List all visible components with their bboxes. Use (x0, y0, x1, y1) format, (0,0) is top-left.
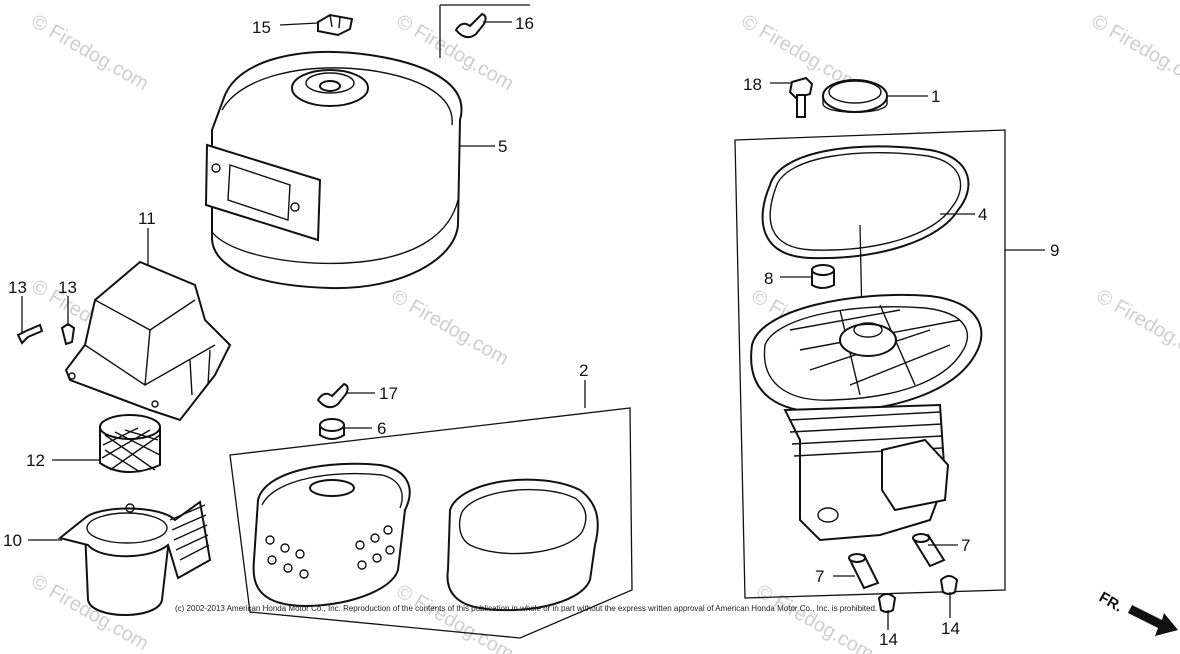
callout-13: 13 (8, 278, 27, 297)
copyright-notice: (c) 2002-2013 American Honda Motor Co., … (175, 604, 878, 613)
part-7-tubes (848, 533, 946, 590)
watermark: © Firedog.com (28, 10, 153, 95)
callout-13: 13 (58, 278, 77, 297)
watermark: © Firedog.com (388, 285, 513, 370)
callout-9: 9 (1050, 241, 1059, 260)
part-2-foam-element (446, 478, 599, 612)
part-4-gasket (761, 145, 970, 260)
part-6-grommet (319, 418, 345, 440)
callout-7: 7 (961, 536, 970, 555)
part-14-caps (877, 575, 959, 613)
callout-2: 2 (579, 361, 588, 380)
callout-18: 18 (743, 75, 762, 94)
part-15-clip (317, 13, 354, 37)
part-12-screen (99, 414, 161, 474)
part-18-bolt (788, 76, 814, 118)
callout-6: 6 (377, 419, 386, 438)
callout-10: 10 (3, 531, 22, 550)
front-arrow-icon (1128, 605, 1178, 636)
part-5-air-cleaner-cover (204, 50, 463, 290)
callout-5: 5 (498, 137, 507, 156)
callout-7: 7 (815, 567, 824, 586)
callout-14: 14 (879, 630, 898, 649)
watermark: © Firedog.com (753, 580, 878, 654)
part-1-seal-ring (822, 79, 888, 113)
leader-lines (21, 21, 1045, 630)
watermark: © Firedog.com (1088, 10, 1180, 95)
callout-4: 4 (978, 205, 987, 224)
callout-15: 15 (252, 18, 271, 37)
part-10-base (57, 500, 212, 616)
callout-11: 11 (138, 209, 156, 228)
front-direction-label: FR. (1096, 589, 1125, 616)
callout-14: 14 (941, 619, 960, 638)
callout-1: 1 (931, 87, 940, 106)
part-13-screws (16, 322, 76, 346)
part-11-cover (64, 260, 232, 422)
callout-16: 16 (515, 14, 534, 33)
callout-labels: 15 16 18 1 5 4 9 8 11 13 13 12 10 17 6 2… (3, 14, 1059, 649)
part-16-wing-nut (439, 4, 530, 58)
part-2-filter-element (252, 462, 411, 607)
part-9-air-cleaner-case (750, 224, 983, 542)
watermark: © Firedog.com (1093, 285, 1180, 370)
part-2-bracket (229, 407, 633, 639)
part-8-collar (811, 264, 835, 289)
front-direction-indicator: FR. (1096, 589, 1178, 636)
part-9-bracket (734, 129, 1006, 599)
callout-8: 8 (764, 269, 773, 288)
part-17-wing-nut (316, 382, 349, 409)
callout-17: 17 (379, 384, 398, 403)
callout-12: 12 (26, 451, 45, 470)
